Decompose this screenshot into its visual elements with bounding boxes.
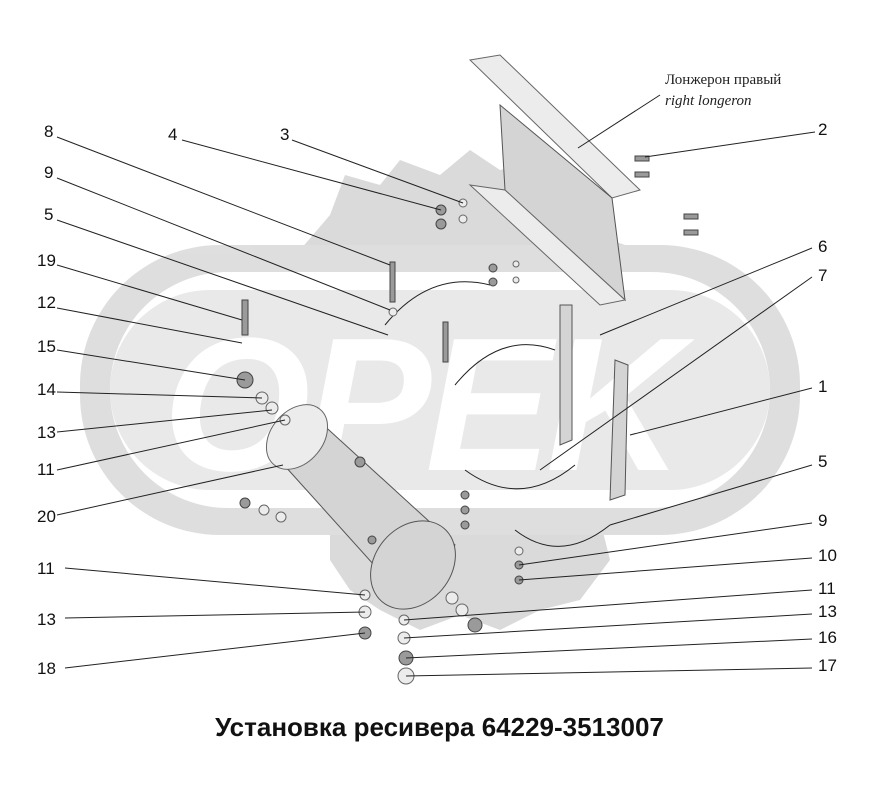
callout-label: 5	[44, 205, 53, 224]
callout-label: 14	[37, 380, 56, 399]
bolt	[442, 321, 449, 363]
callouts: 2 3 4 8 9 5 19 12 15 14 13 11 20 6 7 1 5…	[37, 120, 837, 678]
washer	[275, 511, 287, 523]
bolt	[634, 171, 650, 178]
bracket	[609, 359, 629, 501]
nut	[460, 520, 470, 530]
bolt	[634, 155, 650, 162]
callout-label: 7	[818, 266, 827, 285]
bolt	[241, 299, 249, 336]
washer	[258, 504, 270, 516]
washer	[512, 260, 520, 268]
washer	[388, 307, 398, 317]
callout-label: 12	[37, 293, 56, 312]
brackets	[559, 304, 629, 501]
longeron-note-en: right longeron	[665, 93, 752, 109]
longeron-part	[468, 54, 641, 306]
nut	[435, 218, 447, 230]
clamp-strap	[454, 344, 556, 386]
callout-label: 8	[44, 122, 53, 141]
callout-label: 11	[818, 579, 836, 598]
clamp-strap	[464, 464, 576, 490]
bolts	[241, 155, 699, 363]
bracket	[559, 304, 573, 446]
callout-label: 20	[37, 507, 56, 526]
receiver-tank	[265, 404, 456, 610]
callout-label: 6	[818, 237, 827, 256]
longeron-top-flange	[468, 54, 641, 199]
callout-label: 15	[37, 337, 56, 356]
receiver-fitting	[354, 456, 366, 468]
callout-label: 2	[818, 120, 827, 139]
callout-label: 19	[37, 251, 56, 270]
callout-label: 9	[44, 163, 53, 182]
washer	[512, 276, 520, 284]
diagram-caption: Установка ресивера 64229-3513007	[215, 712, 664, 742]
washer	[458, 214, 468, 224]
leader-lines	[56, 94, 816, 677]
callout-label: 17	[818, 656, 837, 675]
washer	[455, 603, 469, 617]
clamp-strap	[514, 524, 611, 547]
callout-label: 10	[818, 546, 837, 565]
fasteners	[236, 198, 524, 685]
bolt	[683, 213, 699, 220]
nut	[239, 497, 251, 509]
callout-label: 5	[818, 452, 827, 471]
washer	[445, 591, 459, 605]
nut	[460, 490, 470, 500]
bolt	[683, 229, 699, 236]
washer	[514, 546, 524, 556]
callout-label: 4	[168, 125, 177, 144]
receiver-fitting	[367, 535, 377, 545]
callout-label: 11	[37, 559, 55, 578]
callout-label: 9	[818, 511, 827, 530]
drain-plug	[467, 617, 483, 633]
nut	[488, 263, 498, 273]
nut	[488, 277, 498, 287]
nut	[460, 505, 470, 515]
callout-label: 11	[37, 460, 55, 479]
callout-label: 16	[818, 628, 837, 647]
callout-label: 13	[37, 610, 56, 629]
callout-label: 13	[37, 423, 56, 442]
callout-label: 18	[37, 659, 56, 678]
bolt	[389, 261, 396, 303]
callout-label: 1	[818, 377, 827, 396]
callout-label: 3	[280, 125, 289, 144]
callout-label: 13	[818, 602, 837, 621]
receiver-front-end	[370, 520, 456, 610]
washer	[265, 401, 279, 415]
longeron-note-ru: Лонжерон правый	[665, 72, 781, 88]
longeron-bottom-flange	[468, 184, 627, 306]
